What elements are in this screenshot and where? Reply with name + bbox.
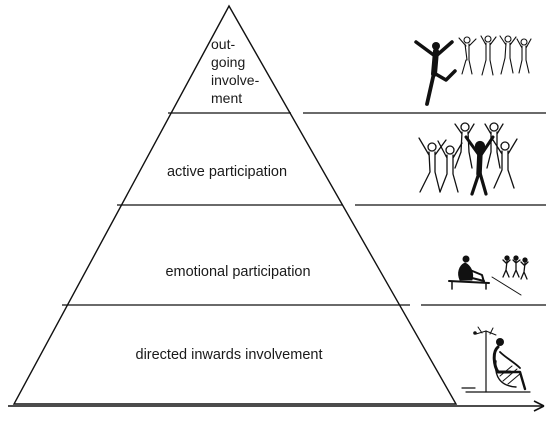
level-label-outgoing: out- going involve- ment (211, 36, 263, 106)
cheering-crowd-icon (418, 122, 518, 196)
level-dividers (62, 112, 546, 306)
level-label-active: active participation (167, 164, 287, 180)
leaping-people-icon (414, 35, 532, 106)
level-labels: out- going involve- ment active particip… (136, 36, 323, 363)
baseline-arrow (8, 400, 545, 412)
seated-reader-icon (461, 326, 531, 393)
level-label-directed: directed inwards involvement (136, 347, 323, 363)
seated-viewer-icon (448, 255, 529, 296)
level-label-emotional: emotional participation (165, 264, 310, 280)
